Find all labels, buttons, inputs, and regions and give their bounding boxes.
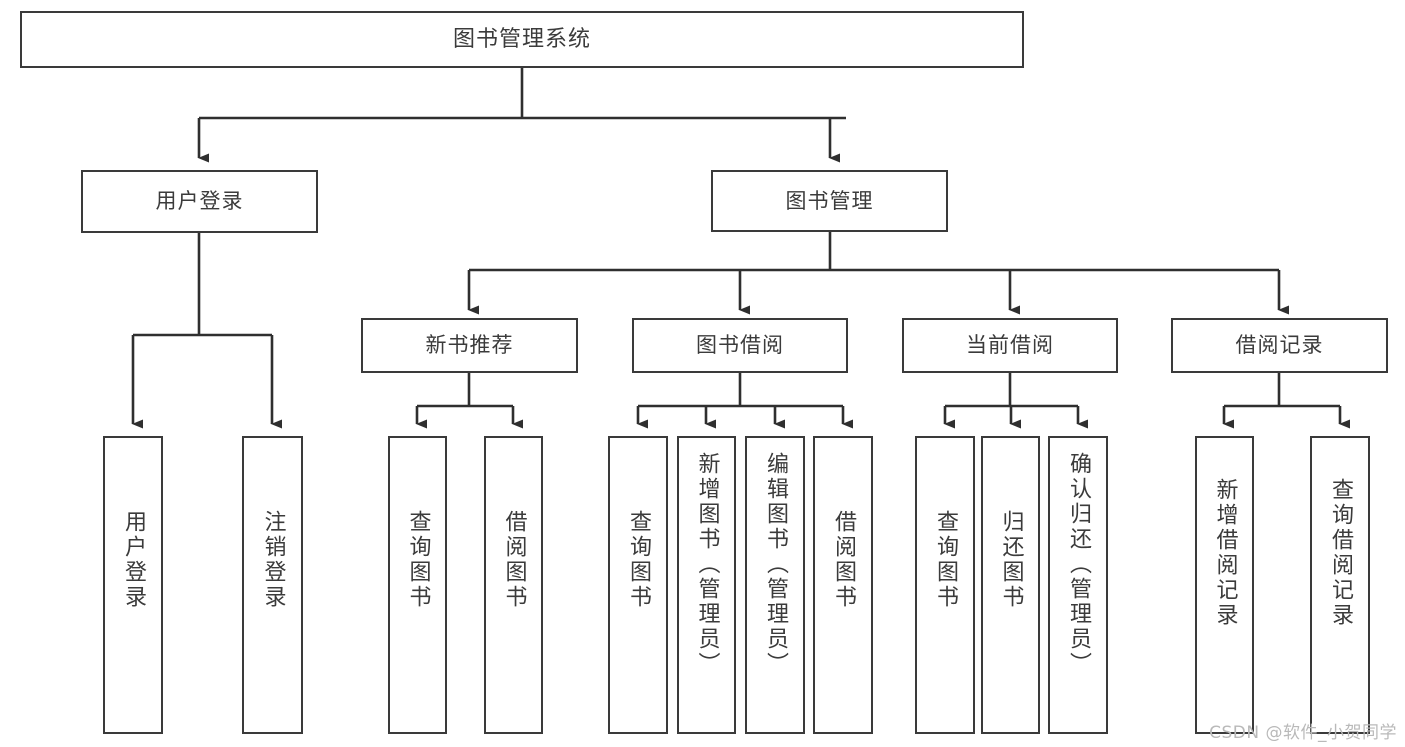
node-label: 用户登录 [155, 189, 244, 214]
leaf-user-login-logout[interactable]: 注销登录 [242, 436, 303, 734]
node-current-borrow[interactable]: 当前借阅 [902, 318, 1118, 373]
leaf-new-book-borrow-book[interactable]: 借阅图书 [484, 436, 543, 734]
node-root-system[interactable]: 图书管理系统 [20, 11, 1024, 68]
node-label: 借阅记录 [1235, 333, 1324, 358]
node-label: 编辑图书（管理员） [762, 452, 788, 677]
node-label: 图书管理 [785, 188, 874, 213]
leaf-current-borrow-return-book[interactable]: 归还图书 [981, 436, 1040, 734]
node-label: 新增图书（管理员） [694, 452, 720, 677]
node-label: 图书借阅 [696, 333, 784, 358]
node-user-login[interactable]: 用户登录 [81, 170, 318, 233]
node-label: 借阅图书 [501, 510, 527, 610]
node-label: 新增借阅记录 [1212, 478, 1238, 628]
leaf-current-borrow-query-book[interactable]: 查询图书 [915, 436, 975, 734]
node-label: 注销登录 [260, 510, 286, 610]
leaf-borrow-record-add-record[interactable]: 新增借阅记录 [1195, 436, 1254, 734]
watermark: CSDN @软件_小贺同学 [1209, 723, 1397, 743]
node-label: 查询图书 [932, 510, 958, 610]
node-book-borrow[interactable]: 图书借阅 [632, 318, 848, 373]
node-label: 查询图书 [405, 510, 431, 610]
node-label: 查询图书 [625, 510, 651, 610]
node-borrow-record[interactable]: 借阅记录 [1171, 318, 1388, 373]
leaf-user-login-login[interactable]: 用户登录 [103, 436, 163, 734]
leaf-book-borrow-borrow-book[interactable]: 借阅图书 [813, 436, 873, 734]
leaf-book-borrow-add-book-admin[interactable]: 新增图书（管理员） [677, 436, 736, 734]
node-label: 当前借阅 [966, 333, 1054, 358]
node-book-management[interactable]: 图书管理 [711, 170, 948, 232]
node-label: 确认归还（管理员） [1065, 452, 1091, 677]
node-label: 新书推荐 [425, 333, 514, 358]
leaf-borrow-record-query-record[interactable]: 查询借阅记录 [1310, 436, 1370, 734]
leaf-current-borrow-confirm-return-admin[interactable]: 确认归还（管理员） [1048, 436, 1108, 734]
leaf-book-borrow-query-book[interactable]: 查询图书 [608, 436, 668, 734]
node-label: 图书管理系统 [452, 26, 591, 52]
node-label: 查询借阅记录 [1327, 478, 1353, 628]
node-label: 借阅图书 [830, 510, 856, 610]
leaf-new-book-query-book[interactable]: 查询图书 [388, 436, 447, 734]
node-label: 归还图书 [998, 510, 1024, 610]
node-label: 用户登录 [120, 510, 146, 610]
node-new-book-recommend[interactable]: 新书推荐 [361, 318, 578, 373]
leaf-book-borrow-edit-book-admin[interactable]: 编辑图书（管理员） [745, 436, 805, 734]
